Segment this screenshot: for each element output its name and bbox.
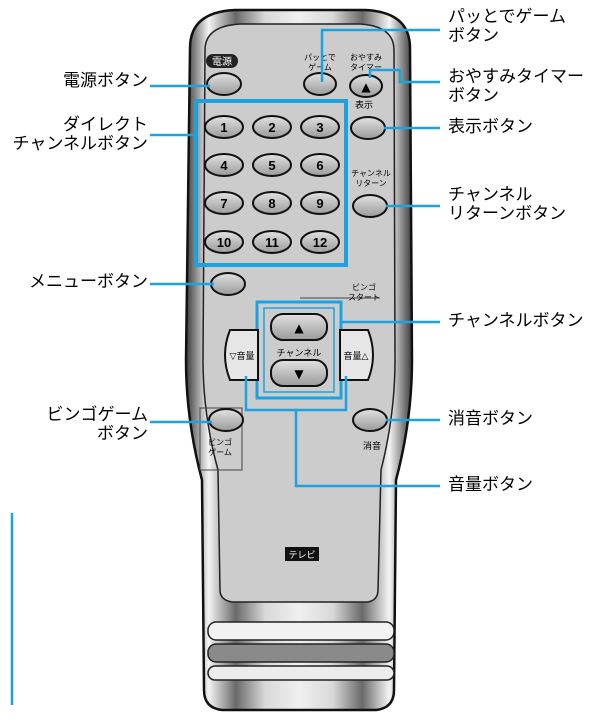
display-label: 表示 [355, 99, 373, 111]
power-label: 電源 [212, 55, 232, 68]
patto-callout: パッとでゲーム ボタン [448, 7, 566, 46]
number-label-5: 5 [268, 158, 275, 173]
number-label-4: 4 [220, 158, 228, 173]
number-label-11: 11 [265, 235, 279, 250]
number-label-2: 2 [268, 120, 275, 135]
power-button[interactable] [206, 72, 242, 96]
bingo-start-label: ビンゴスタート [348, 282, 380, 302]
number-label-8: 8 [268, 196, 275, 211]
mute-callout: 消音ボタン [448, 409, 533, 429]
number-label-12: 12 [313, 235, 327, 250]
number-button-9[interactable] [300, 191, 340, 215]
volume-down-label: ▽音量 [230, 350, 255, 362]
number-label-6: 6 [316, 158, 323, 173]
sleep-timer-callout: おやすみタイマー ボタン [448, 67, 584, 106]
number-button-2[interactable] [252, 115, 292, 139]
bingo-game-button[interactable] [208, 408, 244, 432]
number-button-11[interactable] [252, 230, 292, 254]
ch-return-button[interactable] [352, 194, 388, 218]
channel-up-button[interactable] [270, 313, 328, 341]
ch-return-label: チャンネルリターン [351, 169, 391, 188]
number-button-3[interactable] [300, 115, 340, 139]
number-button-8[interactable] [252, 191, 292, 215]
number-label-3: 3 [316, 120, 323, 135]
sleep-timer-label: おやすみタイマー [350, 53, 382, 72]
mute-button[interactable] [352, 408, 388, 432]
number-label-9: 9 [316, 196, 323, 211]
channel-callout: チャンネルボタン [448, 311, 584, 331]
ch-return-callout: チャンネル リターンボタン [448, 185, 567, 224]
leader-lines [10, 28, 440, 705]
power-button-callout: 電源ボタン [63, 71, 148, 91]
number-label-10: 10 [217, 235, 231, 250]
display-button[interactable] [350, 116, 386, 140]
bingo-game-callout: ビンゴゲーム ボタン [46, 405, 149, 444]
direct-channel-callout: ダイレクト チャンネルボタン [12, 115, 149, 154]
mute-label: 消音 [363, 440, 381, 452]
channel-up-symbol: ▲ [294, 321, 304, 335]
sleep-timer-symbol: ▲ [361, 80, 371, 94]
number-button-7[interactable] [204, 191, 244, 215]
number-button-4[interactable] [204, 153, 244, 177]
channel-down-symbol: ▼ [294, 367, 304, 381]
volume-callout: 音量ボタン [448, 475, 533, 495]
volume-up-label: 音量△ [344, 350, 369, 362]
number-button-5[interactable] [252, 153, 292, 177]
menu-button[interactable] [210, 272, 246, 296]
channel-down-button[interactable] [270, 359, 328, 387]
channel-label: チャンネル [277, 348, 322, 359]
bottom-grip [207, 621, 395, 681]
bingo-game-label: ビンゴゲーム [208, 437, 232, 457]
direct-channel-frame [194, 99, 348, 267]
number-button-12[interactable] [300, 230, 340, 254]
number-button-1[interactable] [204, 115, 244, 139]
menu-button-callout: メニューボタン [29, 272, 148, 292]
volume-up-button[interactable] [339, 329, 374, 381]
number-label-7: 7 [220, 196, 227, 211]
patto-label: パッとでゲーム [304, 53, 336, 72]
patto-button[interactable] [303, 72, 337, 96]
volume-down-button[interactable] [224, 329, 259, 381]
number-label-1: 1 [220, 120, 227, 135]
display-callout: 表示ボタン [448, 117, 533, 137]
number-button-6[interactable] [300, 153, 340, 177]
sleep-timer-button[interactable] [349, 74, 383, 98]
number-button-10[interactable] [204, 230, 244, 254]
brand-label: テレビ [288, 550, 315, 561]
